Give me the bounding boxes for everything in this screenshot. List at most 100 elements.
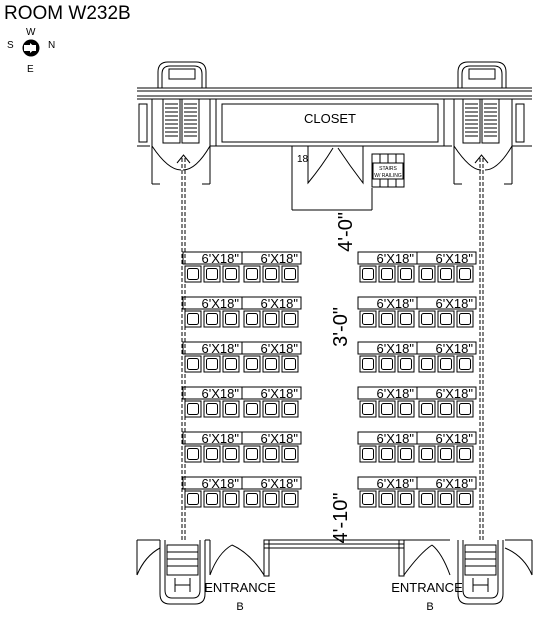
louver-panel — [162, 98, 181, 144]
chair-seat — [459, 268, 471, 280]
chair — [262, 265, 280, 283]
chair — [437, 310, 455, 328]
chair-seat — [459, 313, 471, 325]
chair-seat — [440, 313, 452, 325]
table — [241, 251, 302, 265]
table-size-label: 6'X18" — [261, 341, 299, 356]
chair — [184, 355, 202, 373]
compass-east-label: E — [27, 64, 34, 75]
chair-seat — [421, 358, 433, 370]
chair — [203, 310, 221, 328]
table — [241, 296, 302, 310]
chair-seat — [381, 313, 393, 325]
chair — [262, 355, 280, 373]
chair-seat — [206, 448, 218, 460]
chair — [359, 355, 377, 373]
entrance-right-label: ENTRANCE — [391, 580, 463, 595]
top-left-door-frame — [157, 61, 207, 88]
table-size-label: 6'X18" — [436, 476, 474, 491]
chair — [418, 490, 436, 508]
chair-seat — [440, 448, 452, 460]
chair-seat — [362, 493, 374, 505]
chair — [437, 265, 455, 283]
chair-seat — [459, 358, 471, 370]
chair — [184, 310, 202, 328]
dimension-bottom-aisle: 4'-10" — [330, 493, 352, 544]
chair-seat — [284, 358, 296, 370]
chair — [281, 400, 299, 418]
chair-seat — [400, 268, 412, 280]
chair-seat — [246, 358, 258, 370]
chair — [378, 400, 396, 418]
chair — [359, 400, 377, 418]
chair — [281, 310, 299, 328]
chair — [262, 400, 280, 418]
chair — [243, 310, 261, 328]
chair — [359, 265, 377, 283]
table-size-label: 6'X18" — [261, 476, 299, 491]
chair-seat — [440, 268, 452, 280]
chair-seat — [459, 448, 471, 460]
table — [416, 341, 477, 355]
dimension-middle-aisle: 3'-0" — [330, 307, 352, 347]
chair-seat — [225, 448, 237, 460]
chair-seat — [421, 313, 433, 325]
table-size-label: 6'X18" — [436, 386, 474, 401]
chair — [437, 355, 455, 373]
compass-south-label: S — [7, 40, 14, 51]
chair-seat — [362, 268, 374, 280]
chair — [222, 490, 240, 508]
chair-seat — [206, 313, 218, 325]
chair-seat — [246, 403, 258, 415]
chair — [418, 355, 436, 373]
stairs-sign — [371, 153, 405, 188]
chair — [203, 355, 221, 373]
table-size-label: 6'X18" — [261, 251, 299, 266]
chair-seat — [400, 358, 412, 370]
chair — [222, 445, 240, 463]
closet-doorway — [291, 146, 373, 211]
table-size-label: 6'X18" — [261, 431, 299, 446]
chair-seat — [440, 358, 452, 370]
top-left-louvered-door — [162, 98, 200, 144]
chair — [262, 310, 280, 328]
chair-seat — [284, 493, 296, 505]
table-size-label: 6'X18" — [436, 251, 474, 266]
chair — [418, 400, 436, 418]
chair — [397, 490, 415, 508]
chair-seat — [187, 313, 199, 325]
chair — [456, 400, 474, 418]
table-size-label: 6'X18" — [261, 386, 299, 401]
table — [241, 431, 302, 445]
chair-seat — [421, 493, 433, 505]
chair — [397, 445, 415, 463]
chair — [378, 265, 396, 283]
chair — [378, 355, 396, 373]
chair-seat — [400, 448, 412, 460]
chair-seat — [187, 268, 199, 280]
chair-seat — [265, 403, 277, 415]
closet — [215, 98, 445, 147]
chair — [243, 490, 261, 508]
chair-seat — [284, 448, 296, 460]
chair — [397, 400, 415, 418]
chair-seat — [362, 358, 374, 370]
top-door-swings — [151, 145, 513, 185]
chair-seat — [459, 493, 471, 505]
table — [241, 341, 302, 355]
chair-seat — [381, 448, 393, 460]
chair — [262, 490, 280, 508]
chair — [397, 265, 415, 283]
entrance-left-label: ENTRANCE — [204, 580, 276, 595]
table-size-label: 6'X18" — [261, 296, 299, 311]
table-size-label: 6'X18" — [377, 431, 415, 446]
chair-seat — [225, 313, 237, 325]
chair — [359, 490, 377, 508]
chair — [262, 445, 280, 463]
chair — [456, 310, 474, 328]
chair-seat — [400, 313, 412, 325]
chair — [437, 490, 455, 508]
chair-seat — [362, 448, 374, 460]
chair-seat — [284, 403, 296, 415]
chair-seat — [265, 493, 277, 505]
